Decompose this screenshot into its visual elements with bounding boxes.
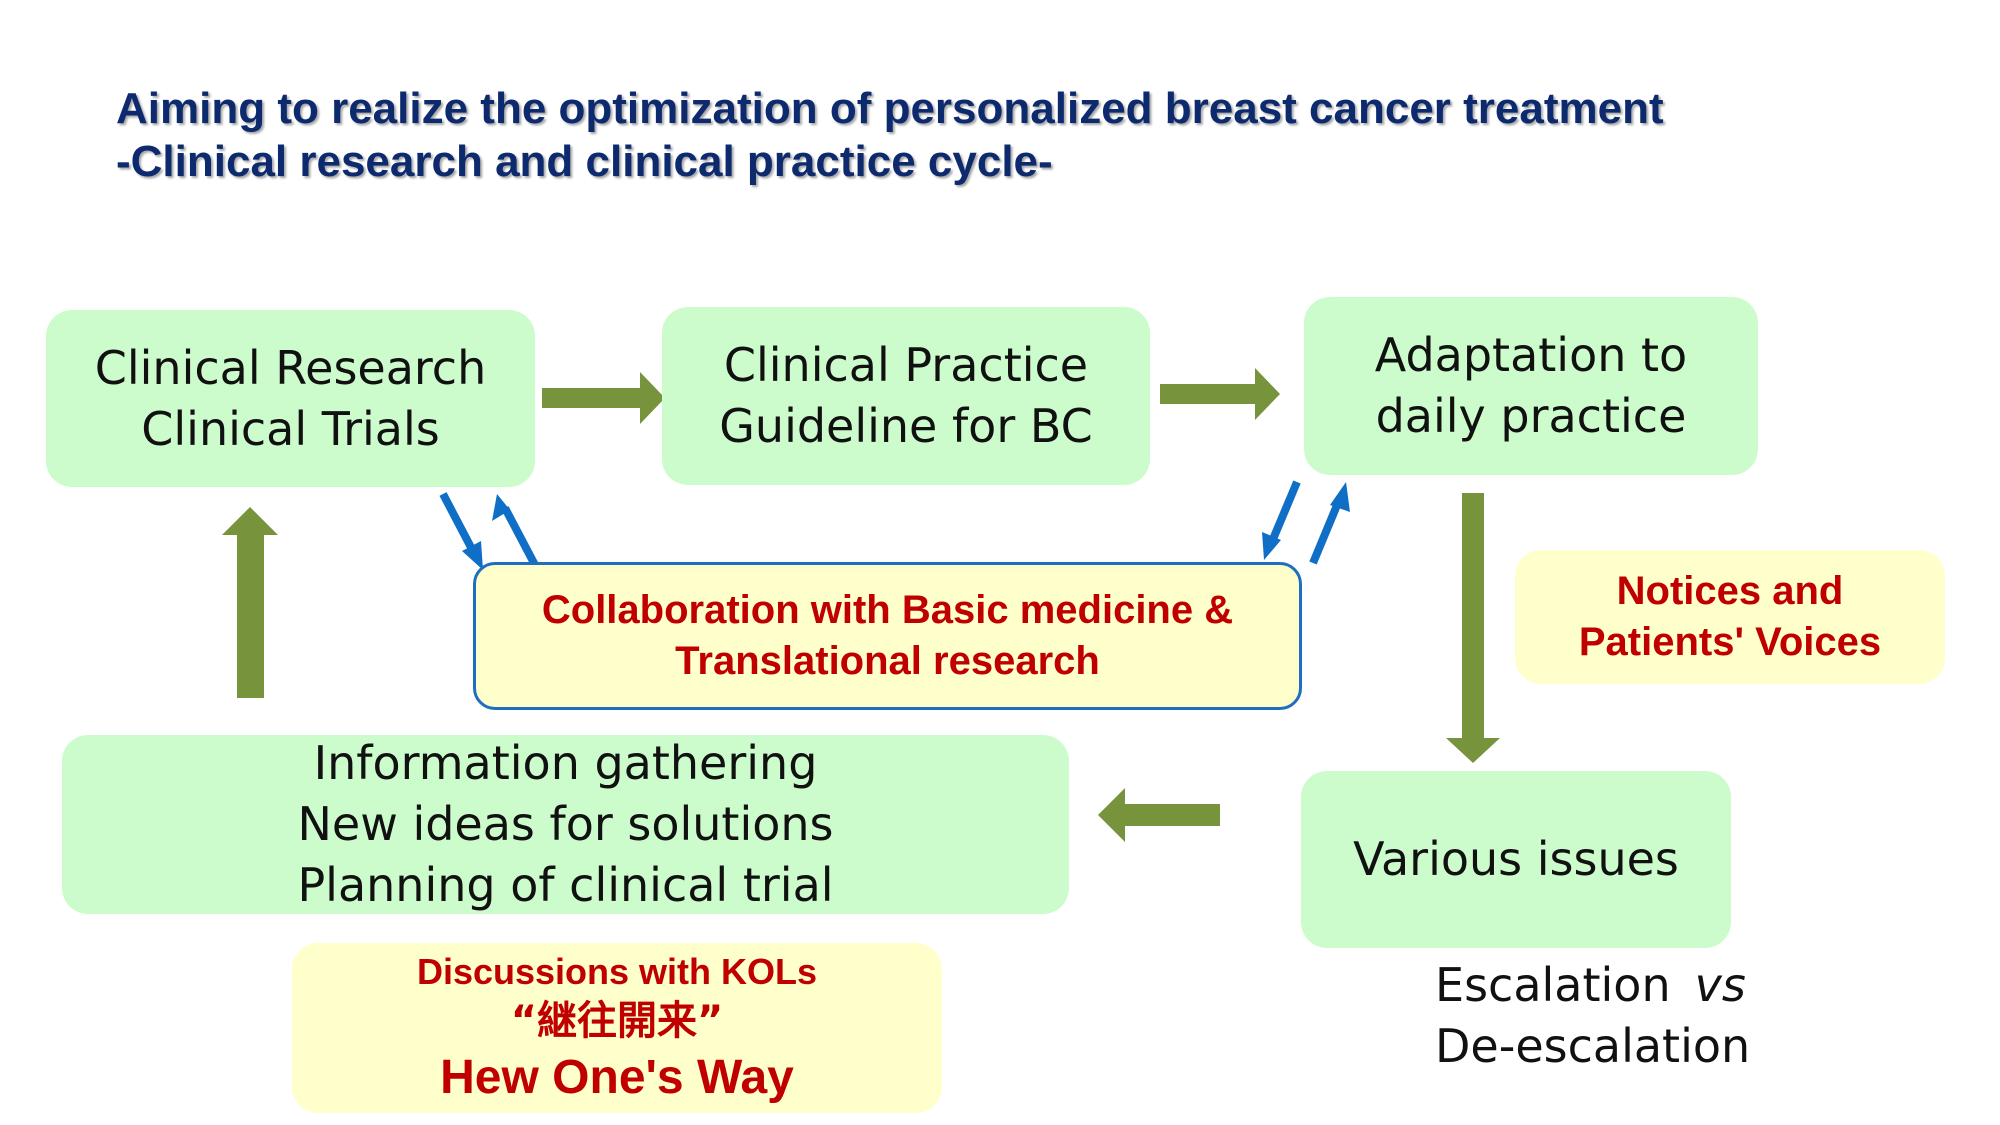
- notices-line-1: Notices and: [1616, 569, 1844, 613]
- box-information-gathering-line-1: Information gathering: [313, 736, 818, 790]
- page-title: Aiming to realize the optimization of pe…: [116, 82, 1664, 188]
- title-line-2: -Clinical research and clinical practice…: [116, 137, 1053, 186]
- collaboration-box: Collaboration with Basic medicine & Tran…: [473, 562, 1302, 710]
- arrow-guideline-to-adaptation: [1160, 368, 1280, 420]
- de-escalation-word: De-escalation: [1435, 1019, 1751, 1073]
- arrow-collab-to-research: [501, 506, 539, 567]
- box-clinical-research-line-2: Clinical Trials: [141, 401, 440, 456]
- box-information-gathering-line-2: New ideas for solutions: [297, 797, 834, 851]
- arrow-info-to-research: [222, 507, 278, 698]
- box-guideline-line-1: Clinical Practice: [723, 338, 1089, 392]
- box-adaptation-line-2: daily practice: [1375, 389, 1687, 443]
- collaboration-line-1: Collaboration with Basic medicine &: [541, 588, 1234, 632]
- title-line-1: Aiming to realize the optimization of pe…: [116, 84, 1664, 133]
- escalation-word: Escalation: [1435, 958, 1671, 1012]
- box-clinical-research-line-1: Clinical Research: [94, 340, 487, 395]
- arrow-issues-to-info: [1098, 788, 1220, 842]
- arrow-research-to-guideline: [542, 372, 665, 424]
- arrow-adaptation-to-collab: [1267, 480, 1301, 546]
- arrow-research-to-collab-head: [462, 541, 483, 570]
- notices-line-2: Patients' Voices: [1578, 620, 1882, 664]
- arrow-adaptation-to-collab-head: [1262, 532, 1281, 560]
- versus-word: vs: [1694, 958, 1746, 1012]
- discussions-line-2: “継往開来”: [510, 997, 724, 1044]
- discussions-line-3: Hew One's Way: [440, 1050, 794, 1104]
- arrow-collab-to-adaptation: [1309, 496, 1344, 565]
- box-guideline: Clinical Practice Guideline for BC: [662, 307, 1150, 485]
- box-information-gathering: Information gathering New ideas for solu…: [62, 735, 1069, 914]
- box-guideline-line-2: Guideline for BC: [719, 399, 1093, 453]
- box-adaptation-line-1: Adaptation to: [1374, 328, 1688, 382]
- collaboration-line-2: Translational research: [675, 639, 1100, 683]
- box-clinical-research: Clinical Research Clinical Trials: [46, 310, 535, 487]
- escalation-text: Escalation vs De-escalation: [1435, 955, 1750, 1077]
- arrow-adaptation-to-issues: [1446, 493, 1500, 763]
- box-adaptation: Adaptation to daily practice: [1304, 297, 1758, 475]
- arrow-research-to-collab: [439, 492, 479, 557]
- notices-box: Notices and Patients' Voices: [1515, 550, 1945, 684]
- box-various-issues-line-1: Various issues: [1353, 832, 1679, 886]
- arrow-collab-to-adaptation-head: [1330, 482, 1350, 512]
- escalation-line-1: Escalation vs: [1435, 955, 1750, 1016]
- arrow-collab-to-research-head: [492, 494, 510, 521]
- discussions-box: Discussions with KOLs “継往開来” Hew One's W…: [292, 943, 942, 1113]
- box-various-issues: Various issues: [1301, 771, 1731, 948]
- box-information-gathering-line-3: Planning of clinical trial: [297, 858, 834, 912]
- discussions-line-1: Discussions with KOLs: [416, 950, 818, 992]
